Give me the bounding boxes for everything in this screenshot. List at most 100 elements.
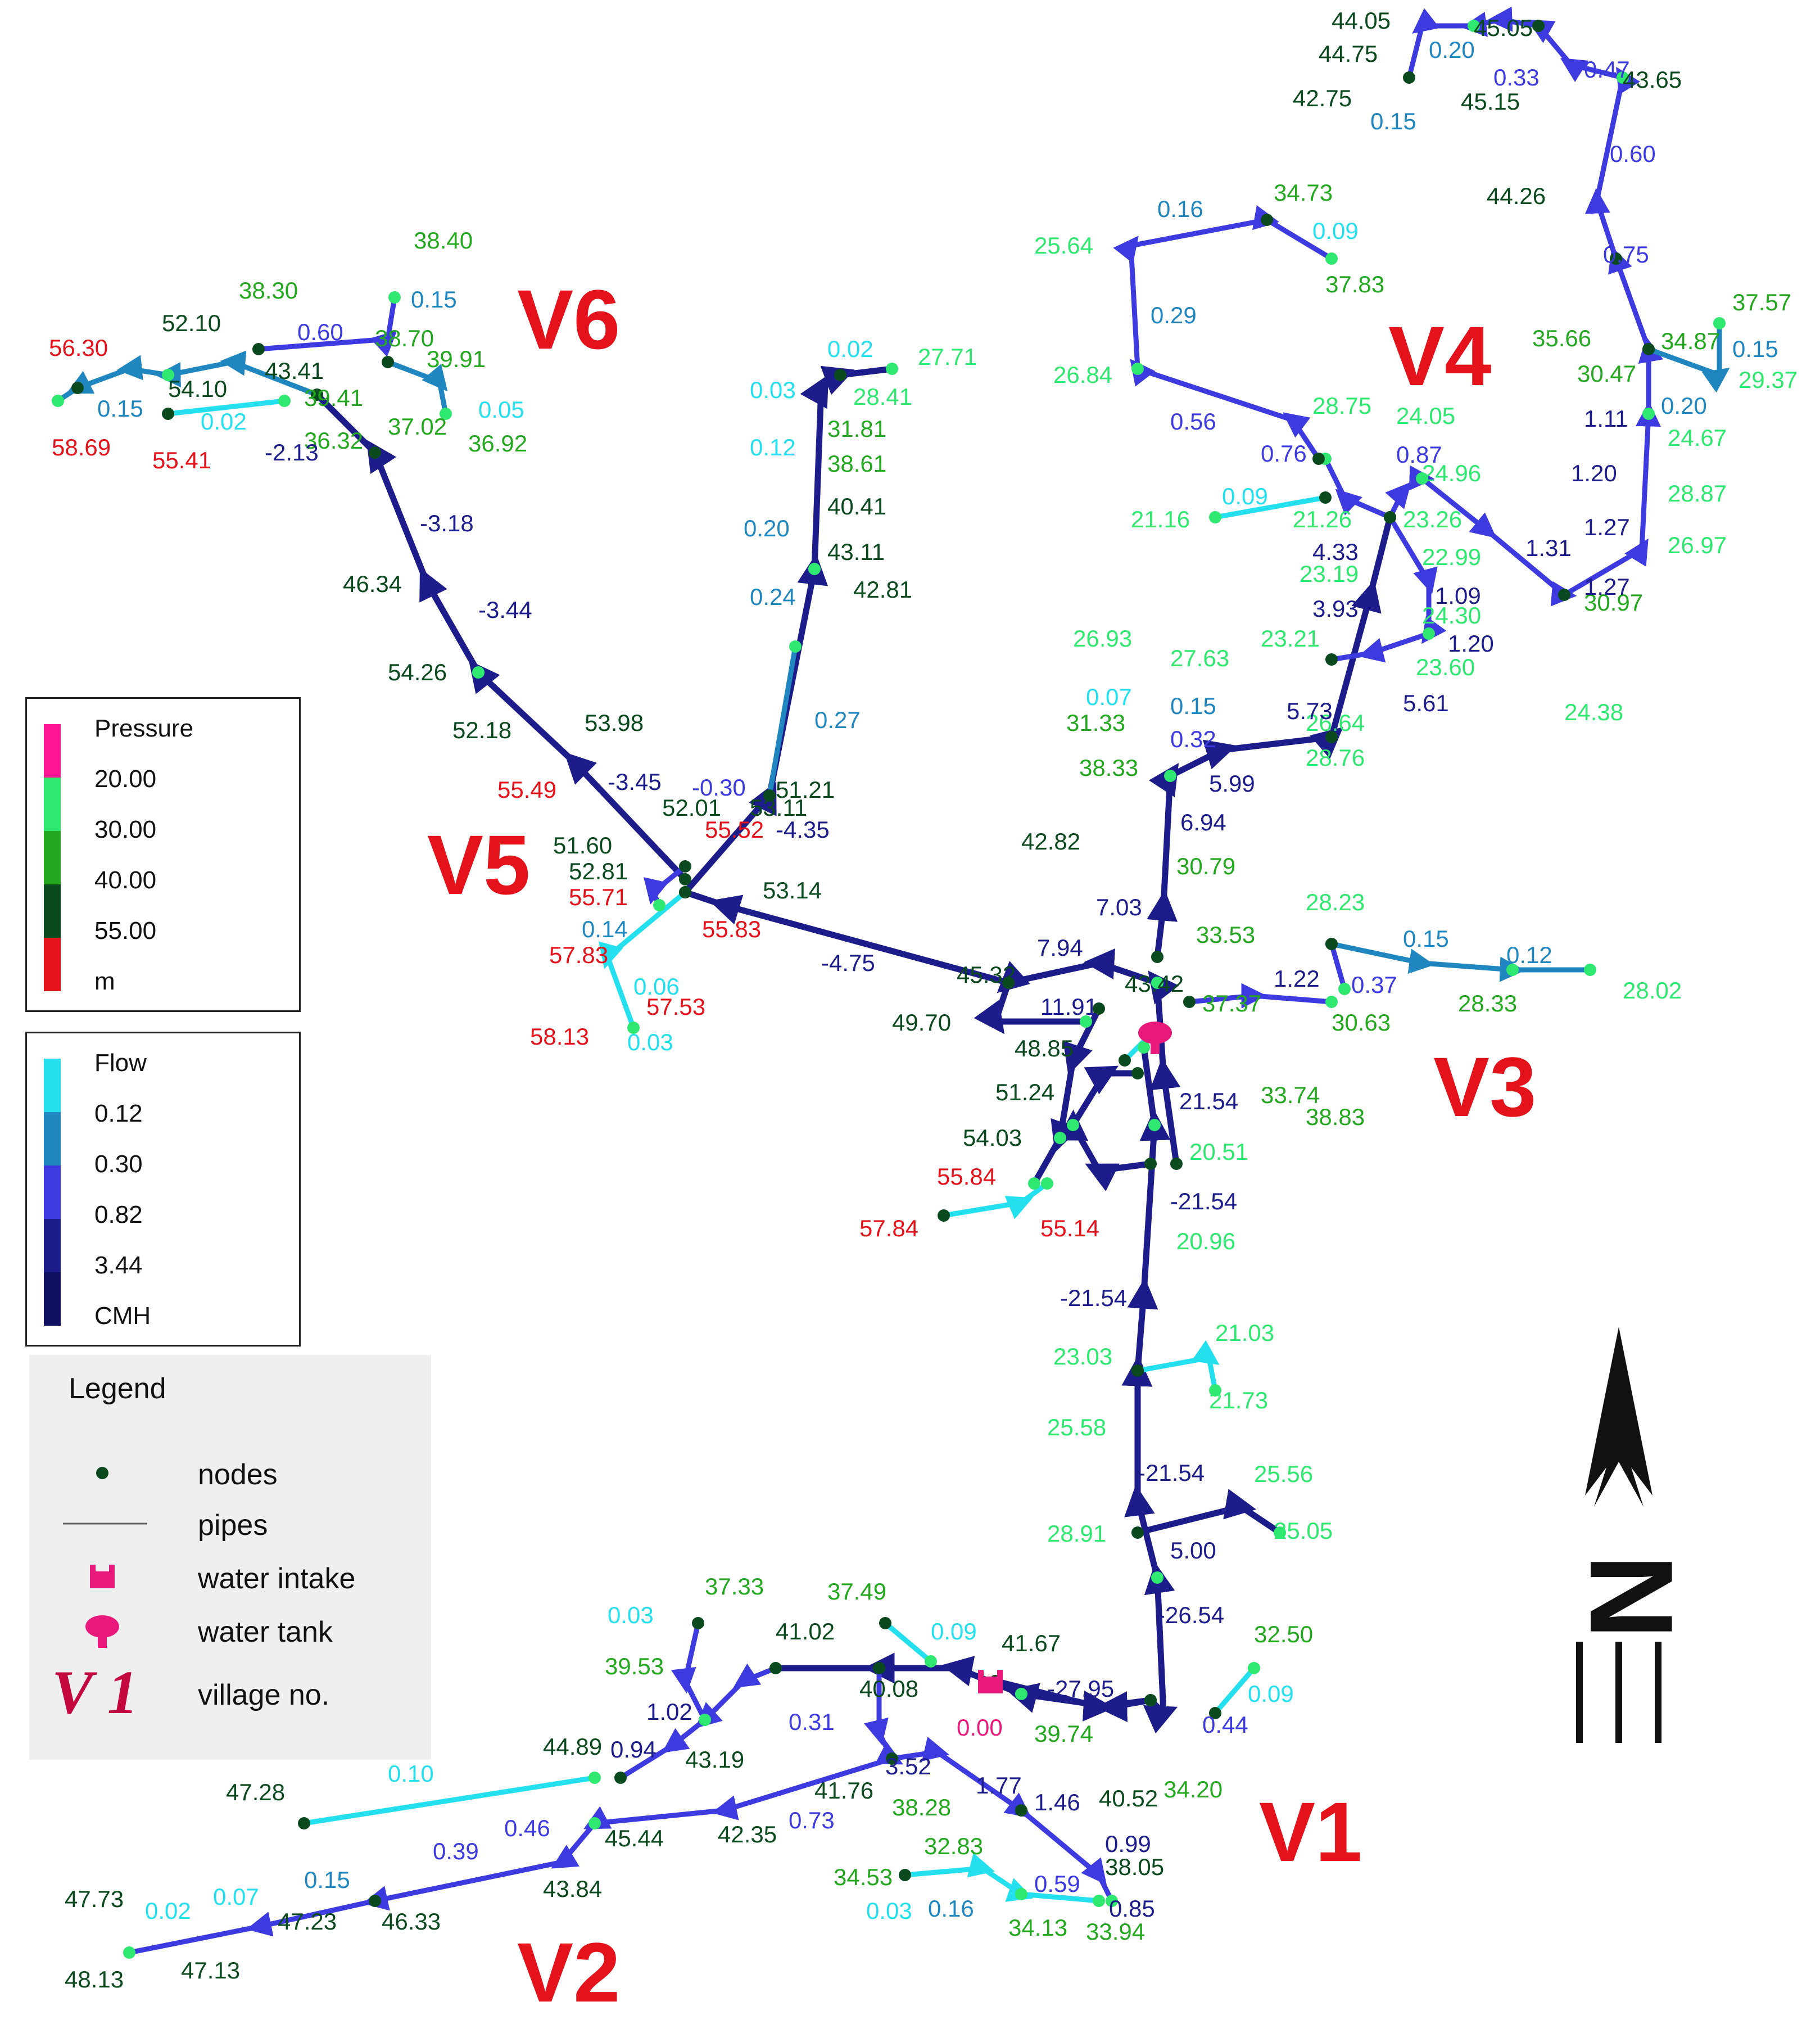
pressure-label: 30.97 <box>1584 589 1643 616</box>
pressure-label: 47.28 <box>226 1779 285 1805</box>
pressure-label: 28.41 <box>853 383 912 410</box>
pressure-label: 37.02 <box>388 413 447 440</box>
flow-label: -4.75 <box>821 950 875 976</box>
flow-label: 0.09 <box>1222 483 1268 509</box>
flow-label: 1.31 <box>1525 535 1572 561</box>
pipe-segment <box>1137 1489 1282 1536</box>
network-node <box>382 356 394 368</box>
pressure-label: 55.14 <box>1040 1215 1099 1241</box>
flow-label: 0.85 <box>1109 1895 1155 1922</box>
network-node <box>1325 731 1338 743</box>
flow-label: 1.22 <box>1274 965 1320 992</box>
pipe-segment <box>315 392 687 882</box>
network-node <box>1028 1177 1040 1190</box>
pressure-label: 57.53 <box>646 993 705 1020</box>
pressure-label: 38.40 <box>414 227 473 254</box>
pipe-segment <box>1137 1340 1220 1391</box>
pressure-label: 23.26 <box>1403 506 1462 532</box>
network-node <box>1041 1177 1053 1190</box>
pressure-label: 46.34 <box>343 571 402 597</box>
flow-label: 0.32 <box>1170 726 1216 752</box>
network-node <box>808 563 821 575</box>
flow-label: 11.91 <box>1040 993 1098 1020</box>
pressure-label: 55.71 <box>569 884 628 910</box>
flow-label: 5.73 <box>1287 698 1333 724</box>
pressure-label: 38.83 <box>1306 1104 1365 1130</box>
pipe-segment <box>1213 1666 1256 1715</box>
flow-label: 0.02 <box>145 1897 191 1924</box>
network-node <box>763 789 776 802</box>
key-row-tank: water tank <box>29 1605 431 1656</box>
pressure-label: 21.26 <box>1293 506 1352 532</box>
network-node <box>1532 20 1545 32</box>
pipe-segment <box>387 359 449 414</box>
pressure-label: 51.21 <box>776 776 835 803</box>
flow-tick-2: 0.30 <box>94 1150 143 1178</box>
network-node <box>1261 214 1273 226</box>
flow-legend: Flow 0.12 0.30 0.82 3.44 CMH <box>25 1032 301 1347</box>
pressure-label: 24.38 <box>1564 699 1623 725</box>
flow-label: 0.87 <box>1396 441 1442 468</box>
flow-label: 0.15 <box>304 1867 350 1893</box>
network-node <box>1183 996 1196 1008</box>
pressure-label: 47.73 <box>65 1886 124 1912</box>
flow-label: 0.27 <box>814 707 861 733</box>
pipe-segment <box>1215 495 1326 520</box>
pressure-label: 41.02 <box>776 1618 835 1644</box>
network-node <box>1617 71 1629 84</box>
pressure-ramp-seg-3 <box>44 831 61 884</box>
pressure-label: 24.96 <box>1422 460 1481 486</box>
network-node <box>1015 1804 1027 1817</box>
flow-label: 0.15 <box>1403 925 1449 952</box>
pipe-segment <box>1331 941 1590 982</box>
pipe-icon <box>63 1522 147 1525</box>
pressure-label: 23.21 <box>1261 625 1320 652</box>
flow-label: 0.02 <box>827 336 873 362</box>
key-row-intake: water intake <box>29 1552 431 1602</box>
pressure-label: 43.11 <box>827 539 885 565</box>
network-node <box>588 1817 601 1829</box>
network-node <box>1144 1694 1157 1706</box>
pressure-label: 58.13 <box>530 1023 589 1050</box>
pipe-segment <box>943 1181 1049 1219</box>
pipe-segment <box>863 1668 1115 1903</box>
flow-label: 0.46 <box>504 1815 550 1841</box>
key-label-intake: water intake <box>198 1562 356 1595</box>
pressure-tick-2: 30.00 <box>94 816 157 843</box>
flow-label: -4.35 <box>776 816 830 843</box>
village-label-v4: V4 <box>1388 309 1491 403</box>
flow-tick-1: 0.12 <box>94 1100 143 1127</box>
flow-label: 4.33 <box>1312 539 1359 565</box>
network-node <box>1080 1015 1092 1028</box>
network-node <box>925 1655 937 1668</box>
village-label-v3: V3 <box>1433 1040 1536 1134</box>
pressure-label: 39.53 <box>605 1653 664 1679</box>
pressure-label: 27.71 <box>918 344 977 370</box>
symbol-legend-title: Legend <box>69 1372 166 1405</box>
pressure-label: 30.79 <box>1176 853 1235 879</box>
network-node <box>1558 589 1570 601</box>
network-node <box>679 873 691 885</box>
pipe-segment <box>167 398 285 417</box>
pressure-label: 45.05 <box>1474 15 1533 41</box>
pressure-label: 38.30 <box>239 277 298 304</box>
flow-label: 0.03 <box>627 1029 673 1055</box>
network-node <box>162 408 174 420</box>
flow-label: 0.07 <box>213 1883 259 1910</box>
pressure-label: 46.33 <box>382 1908 441 1935</box>
flow-label: 0.10 <box>388 1760 434 1787</box>
pressure-ramp-seg-5 <box>44 938 61 991</box>
pipe-segment <box>1647 323 1730 393</box>
flow-label: 21.54 <box>1179 1088 1238 1114</box>
pressure-label: 20.96 <box>1176 1228 1235 1254</box>
pipe-segment <box>1189 983 1332 1009</box>
pressure-label: 37.83 <box>1325 271 1384 297</box>
village-icon: V 1 <box>52 1658 138 1727</box>
flow-ramp-seg-1 <box>44 1059 61 1112</box>
network-node <box>1325 653 1338 666</box>
flow-label: -3.45 <box>608 769 662 795</box>
pressure-label: 38.28 <box>892 1794 951 1820</box>
network-node <box>1312 453 1325 465</box>
pipe-segment <box>1031 1007 1102 1185</box>
pressure-label: 31.33 <box>1066 710 1125 736</box>
